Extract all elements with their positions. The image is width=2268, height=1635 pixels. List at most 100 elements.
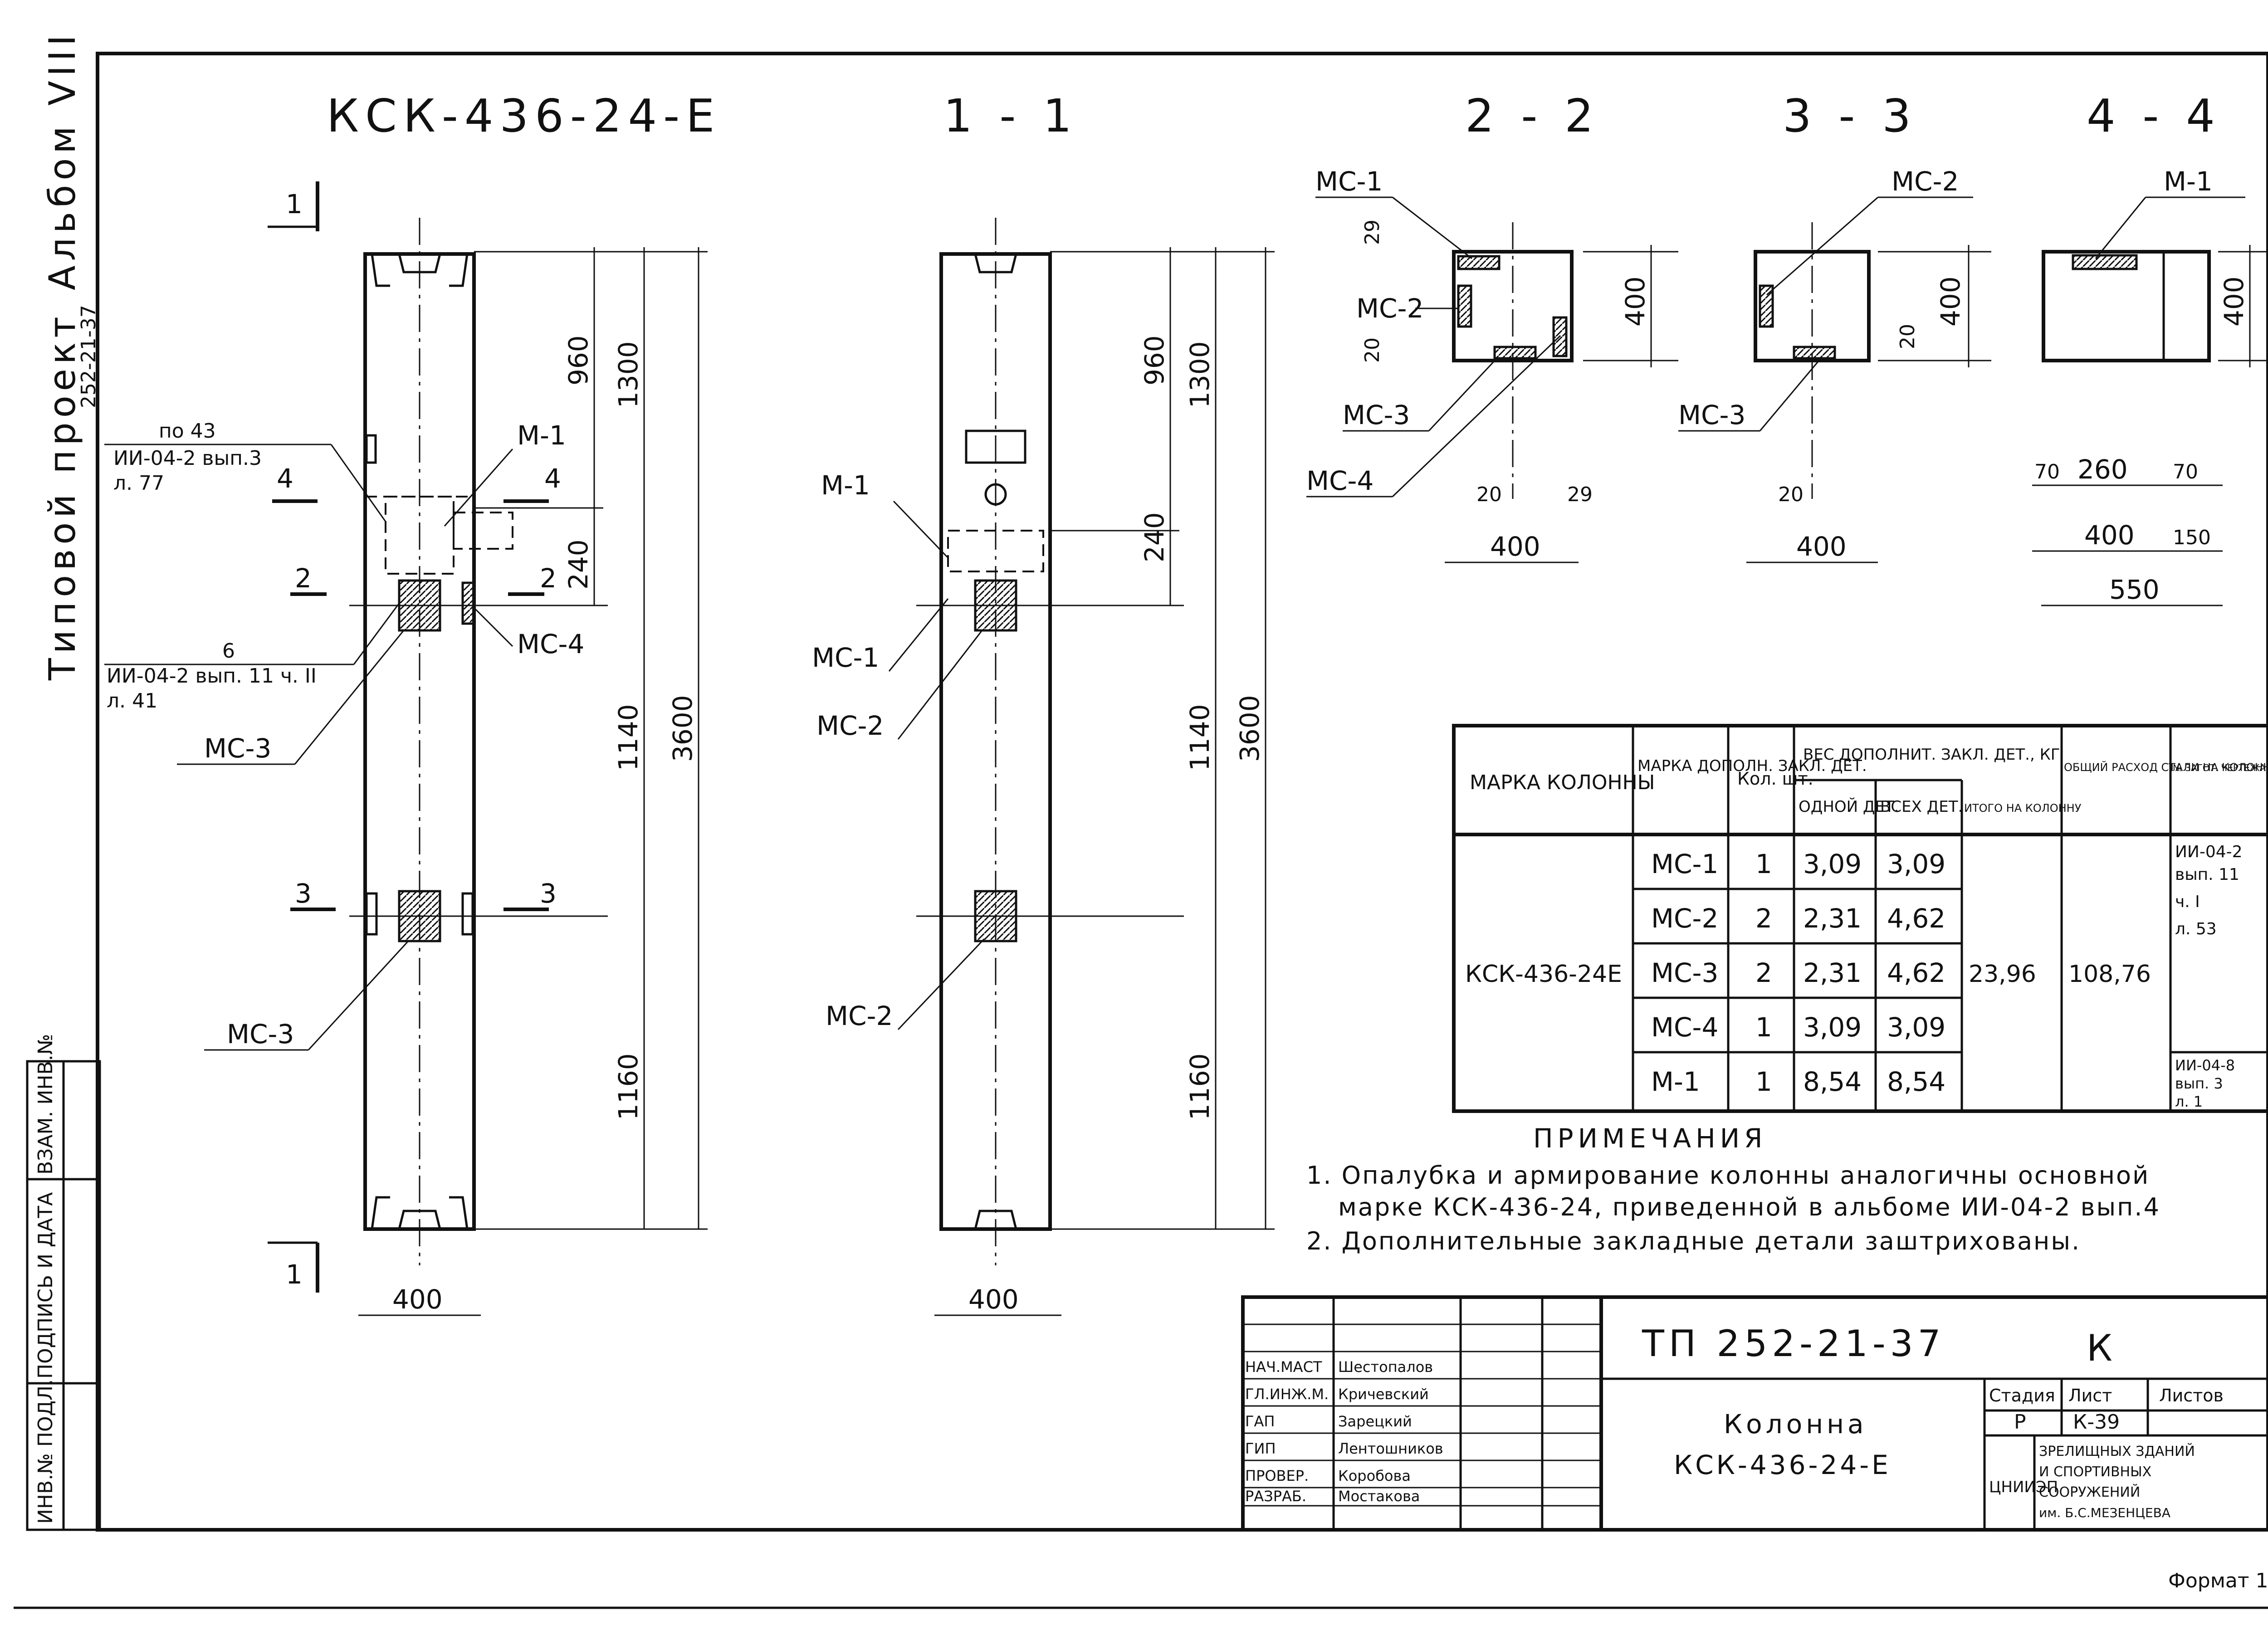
name-2: Кричевский	[1338, 1386, 1429, 1403]
strip-vzam: ВЗАМ. ИНВ.№	[34, 1034, 57, 1175]
stamp-letter: К	[2087, 1327, 2117, 1369]
format-label: Формат 12	[2168, 1569, 2268, 1592]
dim-1300: 1300	[613, 341, 644, 408]
dim-240: 240	[563, 539, 594, 590]
dim-400-s33-h: 400	[1796, 531, 1847, 562]
name-1: Шестопалов	[1338, 1358, 1433, 1376]
dim-400-main: 400	[392, 1284, 443, 1315]
stamp-sheet: К-39	[2073, 1410, 2120, 1434]
th-weight: ВЕС ДОПОЛНИТ. ЗАКЛ. ДЕТ., КГ	[1803, 746, 2060, 764]
spec-table: МАРКА КОЛОННЫ МАРКА ДОПОЛН. ЗАКЛ. ДЕТ. К…	[1452, 724, 2268, 1113]
callout-ref1-sheet: л. 77	[113, 472, 164, 495]
view-titles: КСК-436-24-Е 1 - 1 2 - 2 3 - 3 4 - 4	[327, 89, 2221, 142]
td-one-5: 8,54	[1803, 1066, 1862, 1097]
td-qty-1: 1	[1755, 849, 1772, 879]
dim-400-s11: 400	[968, 1284, 1019, 1315]
td-part-2: МС-2	[1651, 903, 1718, 934]
dim-400-s22-h: 400	[1490, 531, 1540, 562]
dim-400-s44-v: 400	[2219, 276, 2249, 327]
name-5: Коробова	[1338, 1467, 1411, 1484]
td-drawing-a-4: л. 53	[2175, 920, 2217, 938]
dimensions-main: 960 1300 240 1140 3600 1160 400	[358, 247, 708, 1316]
dim-1140-s11: 1140	[1184, 704, 1215, 771]
mark-3-right: 3	[540, 878, 557, 909]
role-5: ПРОВЕР.	[1245, 1467, 1309, 1484]
callout-mc4-main: МС-4	[517, 629, 584, 659]
td-drawing-a-2: вып. 11	[2175, 865, 2239, 884]
column-elevation	[363, 218, 513, 1265]
callout-mc1-s11: МС-1	[812, 642, 879, 673]
dim-400-s22-v: 400	[1620, 276, 1651, 327]
td-drawing-a-1: ИИ-04-2	[2175, 843, 2243, 861]
callout-mc3-main-b: МС-3	[227, 1019, 294, 1049]
th-mark: МАРКА КОЛОННЫ	[1470, 771, 1655, 794]
note-1b: марке КСК-436-24, приведенной в альбоме …	[1338, 1193, 2160, 1221]
stamp-org-3: СООРУЖЕНИЙ	[2039, 1484, 2140, 1500]
dim-150-s44: 150	[2173, 526, 2211, 549]
callout-mc3-s22: МС-3	[1343, 400, 1410, 430]
th-one: ОДНОЙ ДЕТ.	[1799, 797, 1899, 816]
title-section-4-4: 4 - 4	[2087, 89, 2221, 142]
mark-1-top: 1	[286, 189, 303, 220]
role-2: ГЛ.ИНЖ.М.	[1245, 1386, 1329, 1403]
title-block: НАЧ.МАСТ Шестопалов ГЛ.ИНЖ.М. Кричевский…	[1241, 1295, 2268, 1532]
side-label: Типовой проект Альбом VIII 252-21-37 ИНВ…	[34, 30, 100, 1524]
dim-960: 960	[563, 335, 594, 386]
dim-240-s11: 240	[1139, 512, 1170, 562]
th-steel: ОБЩИЙ РАСХОД СТАЛИ НА КОЛОННУ	[2064, 761, 2268, 774]
dim-1300-s11: 1300	[1184, 341, 1215, 408]
td-all-3: 4,62	[1887, 957, 1945, 988]
td-qty-4: 1	[1755, 1012, 1772, 1043]
dim-550-s44: 550	[2109, 574, 2160, 605]
title-section-2-2: 2 - 2	[1465, 89, 1600, 142]
th-qty: Кол. шт.	[1737, 769, 1813, 789]
side-album: Альбом VIII	[41, 30, 83, 290]
mark-2-right: 2	[540, 563, 557, 594]
td-drawing-a-3: ч. I	[2175, 893, 2200, 911]
dim-960-s11: 960	[1139, 335, 1170, 386]
name-6: Мостакова	[1338, 1488, 1420, 1505]
role-6: РАЗРАБ.	[1245, 1488, 1306, 1505]
callout-mc4-s22: МС-4	[1306, 465, 1374, 496]
td-column-mark: КСК-436-24Е	[1465, 961, 1622, 988]
dim-3600-s11: 3600	[1234, 695, 1265, 762]
td-one-3: 2,31	[1803, 957, 1862, 988]
title-section-3-3: 3 - 3	[1783, 89, 1917, 142]
td-part-1: МС-1	[1651, 849, 1718, 879]
stamp-sheet-header: Лист	[2068, 1386, 2112, 1406]
callout-po43: по 43	[159, 420, 216, 443]
stamp-sheets-header: Листов	[2159, 1386, 2224, 1406]
notes-title: ПРИМЕЧАНИЯ	[1533, 1123, 1767, 1154]
dim-20-s33-h: 20	[1778, 483, 1804, 506]
callout-ref2-sheet: л. 41	[107, 689, 157, 713]
stamp-title-2: КСК-436-24-Е	[1674, 1450, 1891, 1480]
column-section-1-1: 960 1300 240 1140 3600 1160 400 М-1 МС-1…	[812, 218, 1275, 1316]
callouts-main: по 43 ИИ-04-2 вып.3 л. 77 М-1 6 ИИ-04-2 …	[104, 420, 584, 1051]
stamp-org-2: И СПОРТИВНЫХ	[2039, 1464, 2151, 1480]
td-part-3: МС-3	[1651, 957, 1718, 988]
td-all-4: 3,09	[1887, 1012, 1945, 1043]
callout-mc2-s11-b: МС-2	[826, 1001, 893, 1031]
side-code: 252-21-37	[77, 305, 100, 408]
td-drawing-b-1: ИИ-04-8	[2175, 1057, 2235, 1074]
dim-1160: 1160	[613, 1053, 644, 1120]
section-2-2: 400 29 20 400 20 29 МС-1 МС-2 МС-3 МС-4	[1306, 166, 1678, 563]
td-steel: 108,76	[2068, 961, 2151, 988]
stamp-org-4: им. Б.С.МЕЗЕНЦЕВА	[2039, 1505, 2170, 1520]
side-project: Типовой проект	[41, 312, 83, 681]
dim-400-s33-v: 400	[1935, 276, 1966, 327]
td-all-5: 8,54	[1887, 1066, 1945, 1097]
callout-mc3-main-a: МС-3	[204, 733, 271, 764]
section-3-3: 400 20 400 20 МС-2 МС-3	[1678, 166, 1991, 563]
note-1a: 1. Опалубка и армирование колонны аналог…	[1306, 1161, 2150, 1190]
callout-mc2-s11-a: МС-2	[816, 710, 884, 741]
dim-70-left-s44: 70	[2034, 460, 2060, 483]
stamp-title-1: Колонна	[1724, 1409, 1867, 1440]
td-drawing-b-2: вып. 3	[2175, 1075, 2223, 1092]
dim-400-s44-h: 400	[2084, 520, 2135, 551]
td-drawing-b-3: л. 1	[2175, 1093, 2203, 1110]
dim-20-s22-v: 20	[1361, 337, 1384, 363]
callout-ref2: ИИ-04-2 вып. 11 ч. II	[107, 664, 317, 688]
stamp-logo: ЦНИИЭП	[1989, 1478, 2058, 1496]
